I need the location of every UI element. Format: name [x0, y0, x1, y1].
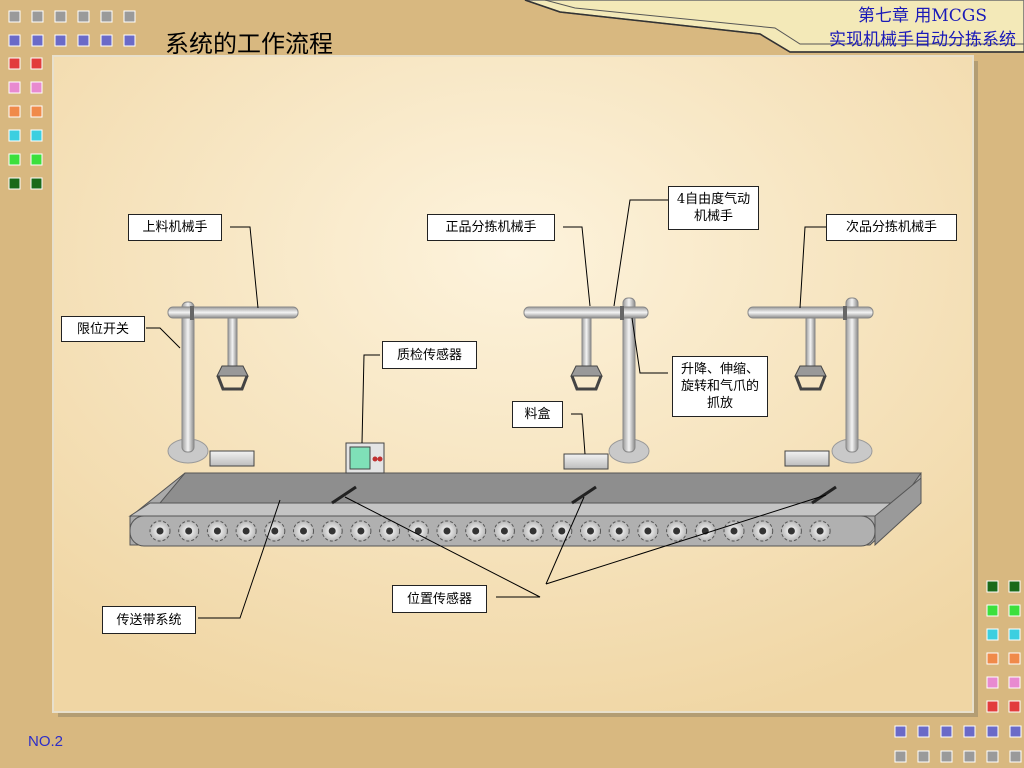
label-defect-sorting-manipulator: 次品分拣机械手	[826, 214, 957, 241]
decor-square	[917, 750, 930, 763]
decor-square	[77, 10, 90, 23]
defect-sorting-manipulator-drawing	[747, 297, 874, 464]
decor-square	[30, 57, 43, 70]
roller-gear	[493, 520, 515, 542]
content-panel	[52, 55, 974, 713]
loading-manipulator-drawing	[167, 301, 299, 464]
roller-gear	[637, 520, 659, 542]
decor-square	[8, 105, 21, 118]
label-conveyor-system: 传送带系统	[102, 606, 196, 634]
roller-gear	[235, 520, 257, 542]
decor-square	[30, 177, 43, 190]
header-banner	[524, 0, 1024, 53]
decor-square	[8, 153, 21, 166]
leader-lines	[146, 199, 827, 619]
chapter-title-line2: 实现机械手自动分拣系统	[829, 30, 1016, 50]
roller-gear	[293, 520, 314, 542]
decor-square	[1008, 580, 1021, 593]
roller-gear	[752, 520, 774, 542]
decor-square	[986, 750, 999, 763]
decor-square	[30, 129, 43, 142]
decor-square	[986, 628, 999, 641]
decor-square	[8, 81, 21, 94]
label-position-sensor: 位置传感器	[392, 585, 487, 613]
decor-square	[986, 580, 999, 593]
decor-square	[963, 750, 976, 763]
roller-gear	[407, 520, 429, 542]
decor-square	[986, 604, 999, 617]
conveyor-belt	[128, 472, 922, 547]
label-good-sorting-manipulator: 正品分拣机械手	[427, 214, 555, 241]
label-four-dof-manipulator: 4自由度气动机械手	[668, 186, 759, 230]
decor-square	[1008, 676, 1021, 689]
decor-square	[8, 10, 21, 23]
decor-square	[1009, 725, 1022, 738]
decor-square	[54, 10, 67, 23]
decor-square	[30, 153, 43, 166]
roller-gear	[206, 520, 228, 542]
roller-gear	[809, 520, 831, 542]
decor-square	[8, 34, 21, 47]
roller-gear	[608, 520, 630, 542]
roller-gear	[379, 520, 401, 542]
roller-gear	[178, 520, 200, 542]
decor-square	[8, 57, 21, 70]
decor-square	[894, 750, 907, 763]
decor-square	[963, 725, 976, 738]
roller-gear	[264, 520, 286, 542]
label-limit-switch: 限位开关	[61, 316, 145, 342]
label-loading-manipulator: 上料机械手	[128, 214, 222, 241]
decor-square	[77, 34, 90, 47]
roller-gear	[522, 520, 544, 542]
label-quality-sensor: 质检传感器	[382, 341, 477, 369]
decor-square	[940, 725, 953, 738]
material-boxes	[209, 450, 830, 470]
conveyor-rollers	[149, 520, 831, 542]
roller-gear	[780, 520, 802, 542]
decor-square	[917, 725, 930, 738]
label-material-box: 料盒	[512, 401, 563, 428]
chapter-title: 第七章 用MCGS 实现机械手自动分拣系统	[829, 4, 1016, 52]
roller-gear	[321, 520, 343, 542]
decor-square	[123, 10, 136, 23]
decor-square	[100, 34, 113, 47]
decor-square	[1008, 652, 1021, 665]
decor-square	[986, 700, 999, 713]
decor-square	[1009, 750, 1022, 763]
decor-square	[1008, 604, 1021, 617]
roller-gear	[436, 520, 458, 542]
decor-squares-top-left	[8, 10, 136, 190]
decor-square	[986, 652, 999, 665]
decor-square	[31, 10, 44, 23]
roller-gear	[580, 520, 601, 542]
decor-square	[986, 725, 999, 738]
roller-gear	[350, 520, 372, 542]
decor-square	[940, 750, 953, 763]
chapter-title-line1: 第七章 用MCGS	[857, 6, 988, 26]
good-sorting-manipulator-drawing	[523, 297, 650, 464]
roller-gear	[666, 520, 688, 542]
label-motions: 升降、伸缩、旋转和气爪的抓放	[672, 356, 768, 417]
decor-square	[123, 34, 136, 47]
decor-squares-bottom-right	[894, 580, 1022, 763]
decor-square	[30, 81, 43, 94]
quality-sensor-device	[345, 442, 385, 474]
decor-square	[54, 34, 67, 47]
decor-square	[894, 725, 907, 738]
decor-square	[30, 105, 43, 118]
decor-square	[8, 129, 21, 142]
roller-gear	[465, 520, 487, 542]
decor-square	[31, 34, 44, 47]
belt-position-marks	[331, 485, 837, 505]
slide-title: 系统的工作流程	[165, 30, 333, 58]
decor-square	[1008, 700, 1021, 713]
decor-square	[100, 10, 113, 23]
decor-square	[8, 177, 21, 190]
page-number: NO.2	[28, 733, 64, 750]
roller-gear	[149, 520, 171, 542]
decor-square	[986, 676, 999, 689]
decor-square	[1008, 628, 1021, 641]
